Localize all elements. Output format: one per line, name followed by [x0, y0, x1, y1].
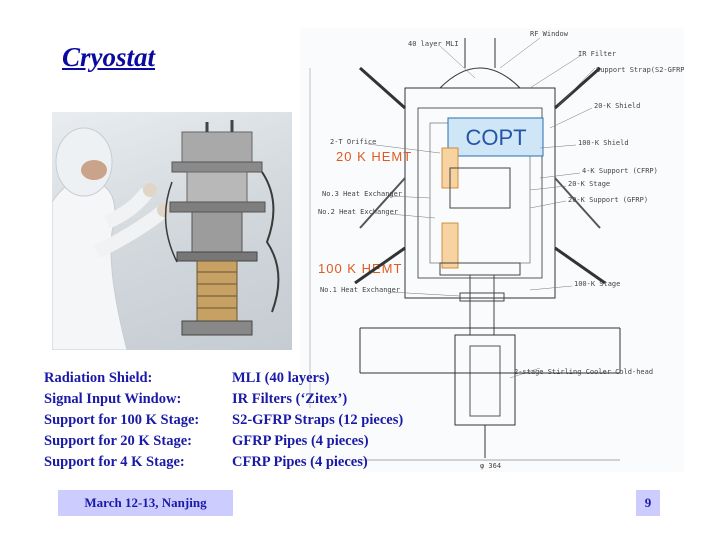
spec-value: S2-GFRP Straps (12 pieces) [232, 412, 404, 428]
page-number: 9 [636, 490, 660, 516]
callout-support-strap: Support Strap(S2-GFRP) [596, 66, 684, 74]
callout-diameter: φ 364 [480, 462, 501, 470]
spec-value: GFRP Pipes (4 pieces) [232, 433, 369, 449]
spec-value: CFRP Pipes (4 pieces) [232, 454, 368, 470]
slide-title: Cryostat [62, 42, 156, 72]
callout-orifice: 2-T Orifice [330, 138, 376, 146]
footer-event: March 12-13, Nanjing [58, 490, 233, 516]
callout-hx3: No.3 Heat Exchanger [322, 190, 402, 198]
callout-rf-window: RF Window [530, 30, 569, 38]
copt-label: COPT [465, 125, 526, 150]
cross-section-svg: COPT 20 K HEMT 100 K HEMT [309, 30, 689, 470]
cryostat-photo-illustration [52, 120, 280, 350]
spec-label: Radiation Shield: [44, 370, 153, 386]
spec-label: Support for 20 K Stage: [44, 433, 192, 449]
callout-mli: 40 layer MLI [408, 40, 459, 48]
callout-20k-shield: 20-K Shield [594, 102, 640, 110]
cryostat-photo [52, 112, 292, 350]
callout-100k-shield: 100-K Shield [578, 139, 629, 147]
spec-label: Support for 100 K Stage: [44, 412, 200, 428]
callout-100k-stage: 100-K Stage [574, 280, 620, 288]
spec-value: IR Filters (‘Zitex’) [232, 391, 348, 407]
callout-cold-head: 2-stage Stirling Cooler Cold-head [514, 368, 653, 376]
spec-value: MLI (40 layers) [232, 370, 330, 386]
cryostat-cross-section-drawing: COPT 20 K HEMT 100 K HEMT [300, 28, 689, 472]
spec-values: MLI (40 layers) IR Filters (‘Zitex’) S2-… [232, 368, 403, 473]
spec-label: Signal Input Window: [44, 391, 182, 407]
hemt-100k-label: 100 K HEMT [318, 261, 402, 276]
callout-20k-support: 20-K Support (GFRP) [568, 196, 648, 204]
hemt-20k-label: 20 K HEMT [336, 149, 412, 164]
spec-labels: Radiation Shield: Signal Input Window: S… [44, 368, 199, 473]
spec-label: Support for 4 K Stage: [44, 454, 185, 470]
callout-ir-filter: IR Filter [578, 50, 616, 58]
callout-hx1: No.1 Heat Exchanger [320, 286, 400, 294]
callout-4k-support: 4-K Support (CFRP) [582, 167, 658, 175]
callout-hx2: No.2 Heat Exchanger [318, 208, 398, 216]
callout-20k-stage: 20-K Stage [568, 180, 610, 188]
